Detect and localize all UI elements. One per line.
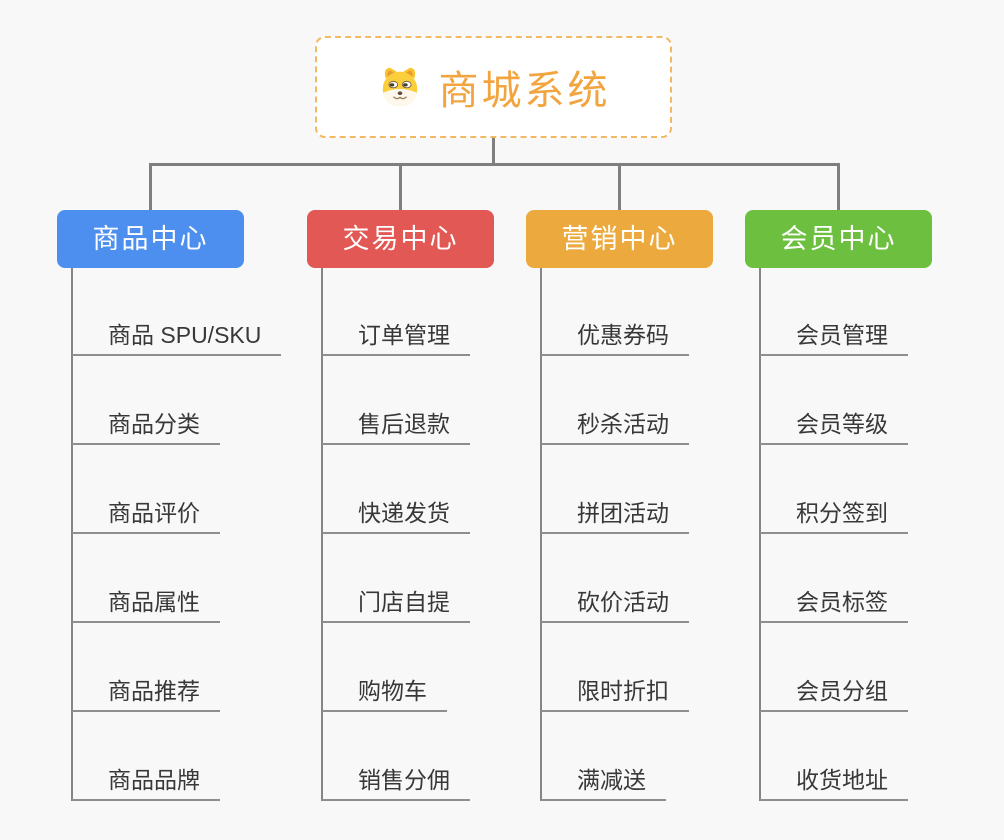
mindmap-node-item[interactable]: 商品评价 (72, 494, 220, 534)
connector-bus (149, 163, 840, 166)
mindmap-node-item[interactable]: 订单管理 (322, 316, 470, 356)
mindmap-node-item[interactable]: 拼团活动 (541, 494, 689, 534)
mindmap-node-item[interactable]: 商品推荐 (72, 672, 220, 712)
mindmap-node-item[interactable]: 满减送 (541, 761, 666, 801)
branch-spine (71, 268, 73, 801)
branch-header-product-center[interactable]: 商品中心 (57, 210, 244, 268)
mindmap-node-item[interactable]: 砍价活动 (541, 583, 689, 623)
dog-face-icon (377, 64, 423, 110)
mindmap-node-item[interactable]: 会员标签 (760, 583, 908, 623)
connector-drop-4 (837, 163, 840, 211)
branch-member-center: 会员中心 会员管理 会员等级 积分签到 会员标签 会员分组 收货地址 (745, 210, 985, 830)
mindmap-node-item[interactable]: 购物车 (322, 672, 447, 712)
mindmap-node-item[interactable]: 快递发货 (322, 494, 470, 534)
mindmap-node-item[interactable]: 商品品牌 (72, 761, 220, 801)
branch-spine (540, 268, 542, 801)
mindmap-node-item[interactable]: 会员管理 (760, 316, 908, 356)
mindmap-node-item[interactable]: 优惠券码 (541, 316, 689, 356)
branch-header-member-center[interactable]: 会员中心 (745, 210, 932, 268)
mindmap-node-item[interactable]: 商品 SPU/SKU (72, 316, 282, 356)
connector-drop-3 (618, 163, 621, 211)
mindmap-node-item[interactable]: 商品分类 (72, 405, 220, 445)
mindmap-node-item[interactable]: 会员分组 (760, 672, 908, 712)
mindmap-node-item[interactable]: 限时折扣 (541, 672, 689, 712)
mindmap-node-item[interactable]: 积分签到 (760, 494, 908, 534)
branch-marketing-center: 营销中心 优惠券码 秒杀活动 拼团活动 砍价活动 限时折扣 满减送 (526, 210, 766, 830)
branch-spine (321, 268, 323, 801)
mindmap-node-item[interactable]: 收货地址 (760, 761, 908, 801)
branch-header-trade-center[interactable]: 交易中心 (307, 210, 494, 268)
mindmap-node-item[interactable]: 门店自提 (322, 583, 470, 623)
branch-spine (759, 268, 761, 801)
root-label: 商城系统 (438, 69, 611, 113)
branch-trade-center: 交易中心 订单管理 售后退款 快递发货 门店自提 购物车 销售分佣 (307, 210, 547, 830)
mindmap-node-item[interactable]: 会员等级 (760, 405, 908, 445)
mindmap-node-item[interactable]: 商品属性 (72, 583, 220, 623)
mindmap-node-item[interactable]: 销售分佣 (322, 761, 470, 801)
connector-drop-1 (149, 163, 152, 211)
mindmap-node-item[interactable]: 售后退款 (322, 405, 470, 445)
branch-product-center: 商品中心 商品 SPU/SKU 商品分类 商品评价 商品属性 商品推荐 商品品牌 (57, 210, 297, 830)
root-node[interactable]: 商城系统 (315, 36, 672, 138)
branch-header-marketing-center[interactable]: 营销中心 (526, 210, 713, 268)
mindmap-node-item[interactable]: 秒杀活动 (541, 405, 689, 445)
connector-drop-2 (399, 163, 402, 211)
connector-root-stub (492, 138, 495, 164)
